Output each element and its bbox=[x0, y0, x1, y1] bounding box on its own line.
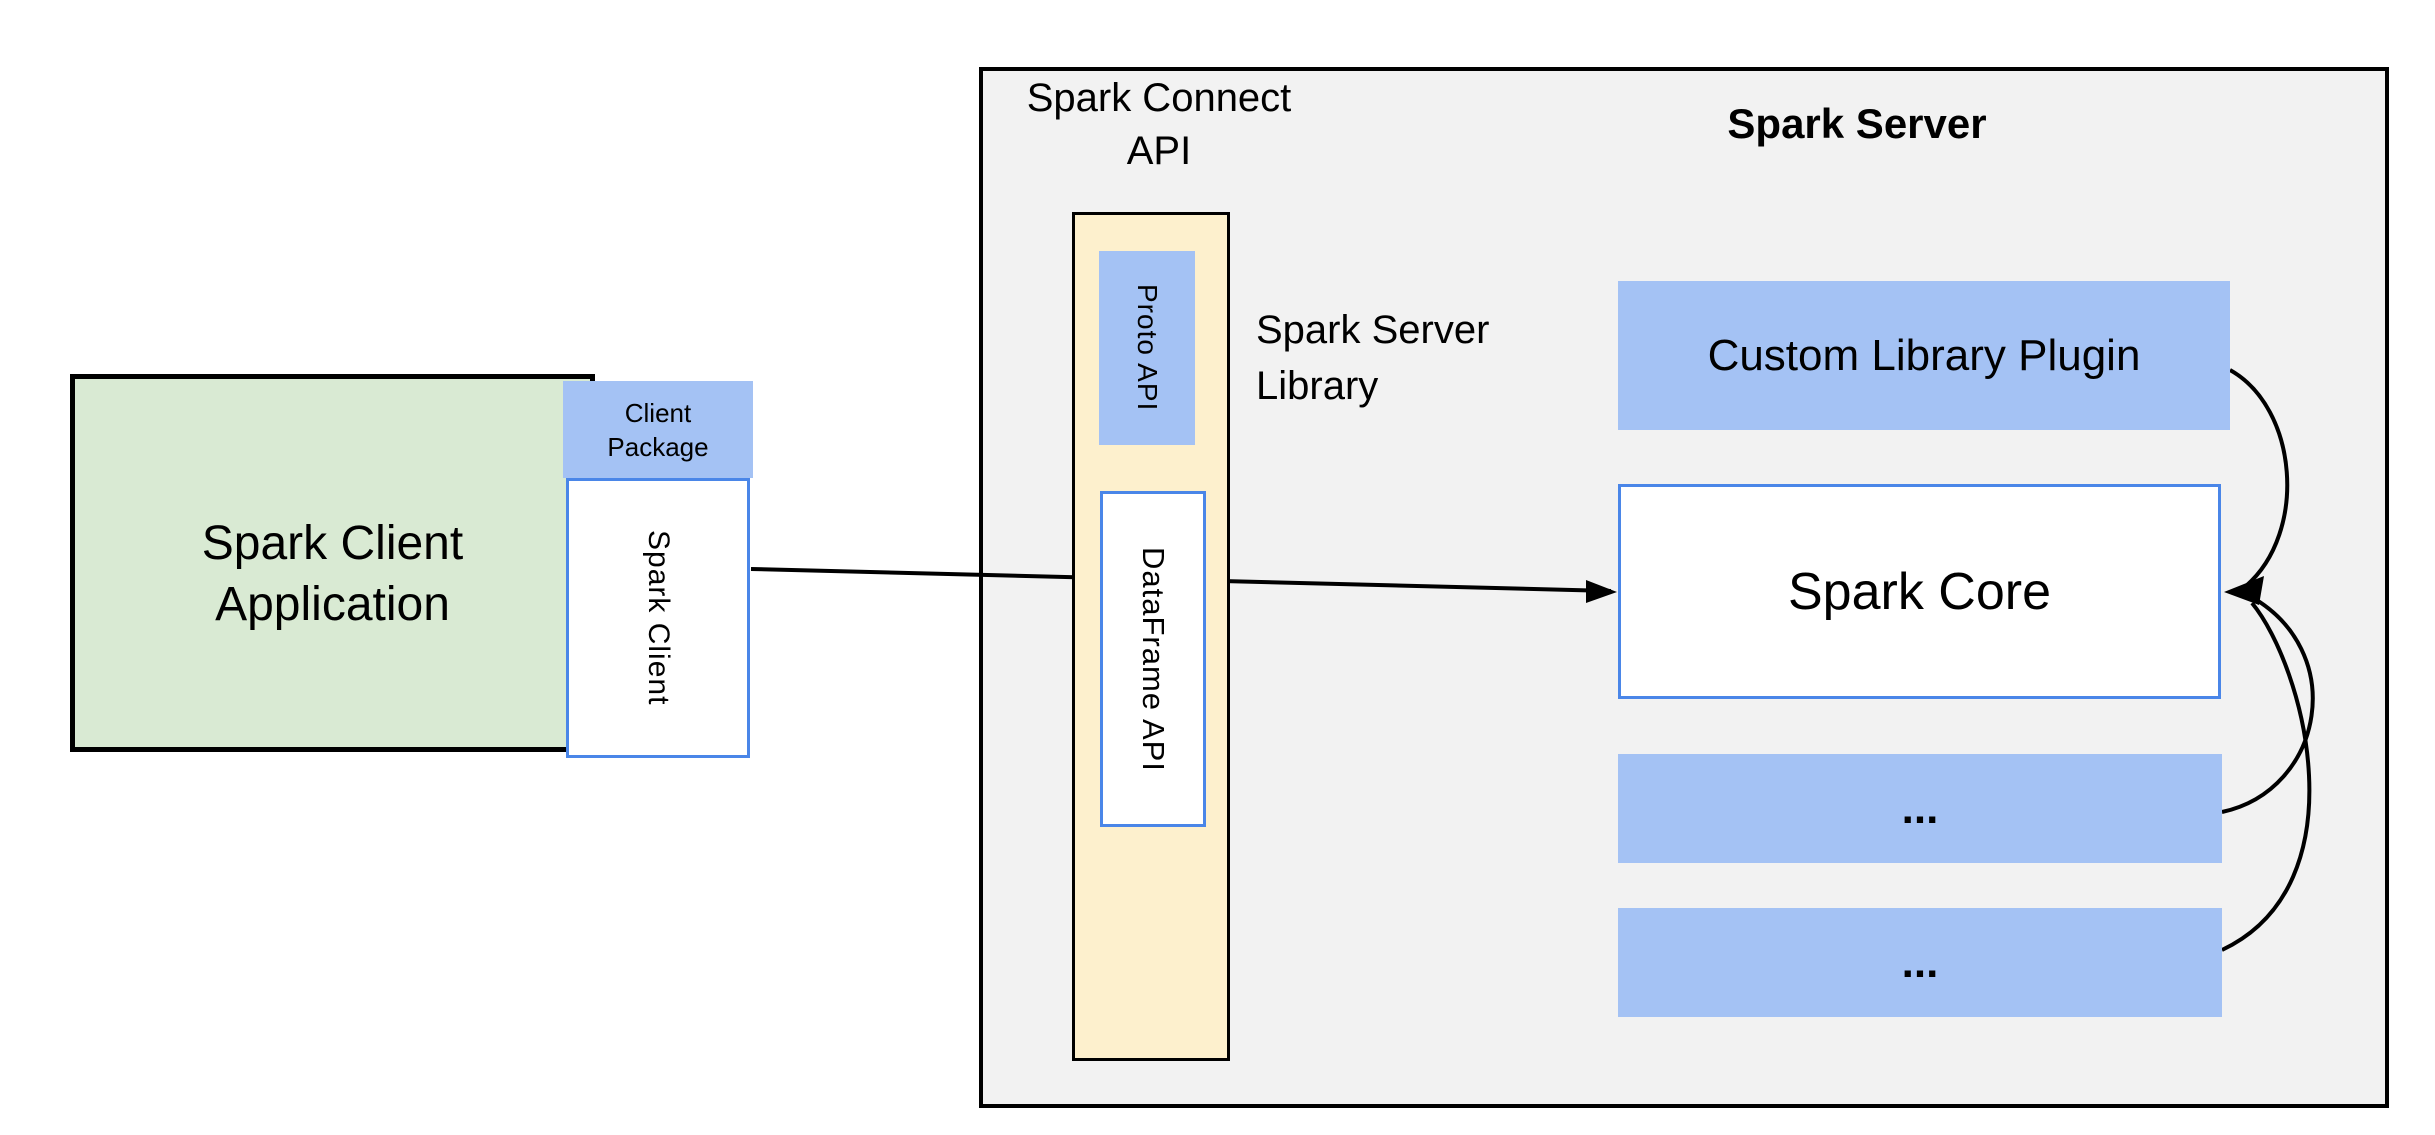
spark-connect-api-title: Spark Connect API bbox=[1026, 76, 1292, 173]
more-plugins-bottom-label: ... bbox=[1901, 937, 1939, 987]
spark-server-library-caption: Spark Server Library bbox=[1256, 308, 1490, 408]
spark-client-application-label: Spark Client Application bbox=[201, 517, 464, 631]
client-package-box: Client Package bbox=[563, 381, 753, 478]
proto-api-label: Proto API bbox=[1132, 284, 1163, 412]
spark-client-box: Spark Client bbox=[566, 478, 750, 758]
dataframe-api-box: DataFrame API bbox=[1100, 491, 1206, 827]
dataframe-api-label: DataFrame API bbox=[1136, 546, 1171, 772]
spark-client-label: Spark Client bbox=[642, 530, 675, 706]
spark-client-application-box: Spark Client Application bbox=[70, 374, 595, 752]
client-package-label: Client Package bbox=[607, 397, 709, 462]
spark-server-title: Spark Server bbox=[1727, 100, 1987, 147]
spark-core-box: Spark Core bbox=[1618, 484, 2221, 699]
more-plugins-box-top: ... bbox=[1618, 754, 2222, 863]
proto-api-box: Proto API bbox=[1099, 251, 1195, 445]
more-plugins-top-label: ... bbox=[1901, 783, 1939, 833]
more-plugins-box-bottom: ... bbox=[1618, 908, 2222, 1017]
spark-core-label: Spark Core bbox=[1788, 562, 2051, 621]
custom-library-plugin-label: Custom Library Plugin bbox=[1707, 330, 2141, 380]
custom-library-plugin-box: Custom Library Plugin bbox=[1618, 281, 2230, 430]
